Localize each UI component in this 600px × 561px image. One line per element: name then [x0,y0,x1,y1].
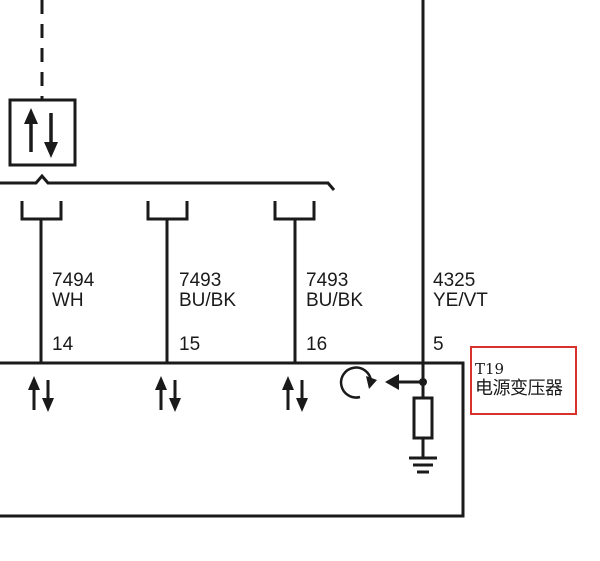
wire-color-label: BU/BK [306,290,363,311]
splice-bus [0,173,336,191]
wire-color-label: BU/BK [179,290,236,311]
component-label-box: T19 电源变压器 [470,346,577,415]
data-link-module [8,98,77,167]
pin-number-label: 15 [179,334,200,355]
resistor-icon [412,396,434,440]
pin-number-label: 5 [433,334,444,355]
component-name: 电源变压器 [475,378,563,399]
ground-icon [409,456,437,474]
wire-circuit-label: 4325 [433,270,475,291]
wire-circuit-label: 7493 [179,270,221,291]
connector-bracket-15 [146,201,189,221]
bidirectional-data-icon [282,376,308,412]
wire-color-label: YE/VT [433,290,488,311]
wake-up-icon [339,366,377,399]
bidirectional-data-icon [155,376,181,412]
wire-circuit-label: 7494 [52,270,95,291]
bidirectional-data-icon [28,376,54,412]
pin-number-label: 16 [306,334,327,355]
signal-arrowhead [385,374,399,390]
junction-dot [419,378,427,386]
connector-bracket-16 [273,201,316,221]
pin-number-label: 14 [52,334,74,355]
component-id: T19 [475,360,505,378]
component-outline [0,361,465,518]
wire-color-label: WH [52,290,84,311]
wire-circuit-label: 7493 [306,270,348,291]
bidirectional-data-icon [24,108,58,158]
connector-bracket-14 [20,201,63,221]
